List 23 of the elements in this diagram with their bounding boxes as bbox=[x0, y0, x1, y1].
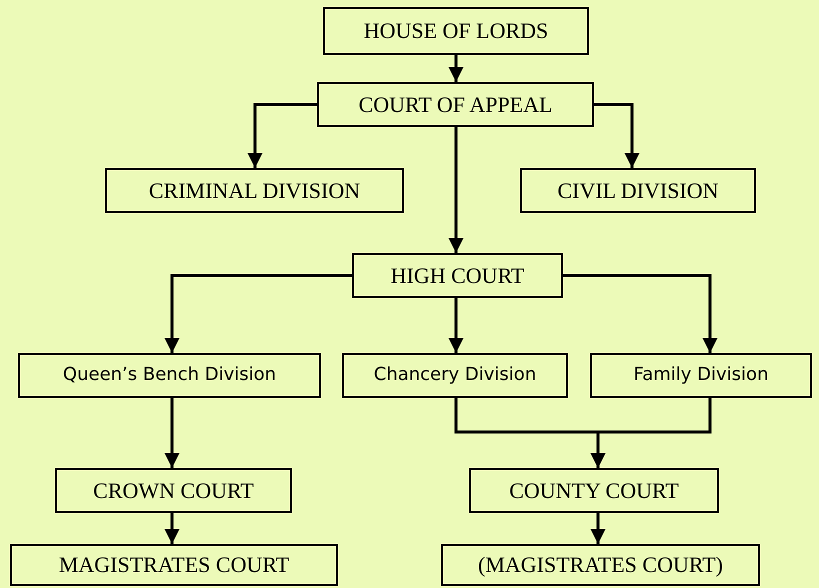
court-box: HIGH COURT bbox=[352, 253, 563, 298]
court-box: Family Division bbox=[590, 353, 812, 398]
arrow bbox=[164, 398, 180, 468]
arrow bbox=[590, 513, 606, 544]
arrow bbox=[248, 103, 317, 168]
court-box: COURT OF APPEAL bbox=[317, 82, 594, 127]
arrow bbox=[448, 127, 464, 253]
court-box: CRIMINAL DIVISION bbox=[105, 168, 404, 213]
court-box: HOUSE OF LORDS bbox=[323, 7, 589, 55]
court-box: CROWN COURT bbox=[55, 468, 292, 513]
arrow bbox=[448, 55, 464, 82]
arrow bbox=[563, 274, 718, 353]
arrow bbox=[164, 274, 352, 353]
court-box: COUNTY COURT bbox=[469, 468, 719, 513]
court-box: (MAGISTRATES COURT) bbox=[441, 544, 760, 586]
arrow bbox=[448, 298, 464, 353]
arrow bbox=[164, 513, 180, 544]
court-box: MAGISTRATES COURT bbox=[10, 544, 338, 586]
court-box: Chancery Division bbox=[342, 353, 568, 398]
arrow bbox=[594, 103, 640, 168]
court-box: CIVIL DIVISION bbox=[520, 168, 756, 213]
court-box: Queen’s Bench Division bbox=[18, 353, 321, 398]
arrow bbox=[590, 398, 712, 468]
